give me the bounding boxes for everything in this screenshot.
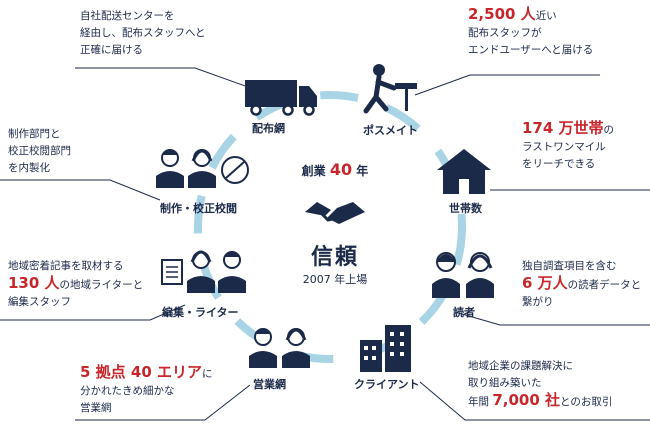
leader-line-haifu (75, 67, 263, 93)
annotation-line: をリーチできる (522, 158, 596, 170)
stat-suffix: とのお取引 (560, 396, 613, 408)
truck-icon (245, 80, 317, 116)
annotation-line: 分かれたきめ細かな (80, 385, 175, 397)
annotation-line: 配布スタッフが (468, 27, 542, 39)
stat-number: 40 (130, 363, 152, 381)
annotation-line: 独自調査項目を含む (522, 260, 617, 272)
leader-line-seisaku (0, 179, 161, 201)
label-posmate: ポスメイト (363, 124, 418, 137)
running-person-icon (363, 64, 417, 114)
stat-number: 130 (8, 274, 40, 292)
leader-line-henshu (0, 304, 186, 321)
stat-unit: 人 (39, 274, 60, 292)
stat-suffix: に (202, 368, 213, 380)
label-eigyo: 営業網 (253, 378, 286, 391)
annotation-client: 地域企業の課題解決に 取り組み築いた 年間 7,000 社とのお取引 (468, 358, 612, 411)
annotation-line: エンドユーザーへと届ける (468, 44, 594, 56)
annotation-line: 自社配送センターを (80, 10, 175, 22)
stat-number: 7,000 (492, 391, 540, 409)
readers-icon (432, 252, 494, 298)
annotation-posmate: 2,500 人近い 配布スタッフが エンドユーザーへと届ける (468, 6, 593, 59)
label-setai: 世帯数 (449, 202, 482, 215)
annotation-line: 校正校閲部門 (8, 145, 71, 157)
annotation-eigyo: 5 拠点 40 エリアに 分かれたきめ細かな 営業網 (80, 364, 213, 417)
annotation-line: 地域企業の課題解決に (468, 360, 573, 372)
label-dokusha: 読者 (453, 306, 475, 319)
annotation-line: を内製化 (8, 162, 50, 174)
stat-unit: エリア (151, 363, 202, 381)
founding-suffix: 年 (352, 164, 369, 178)
annotation-line: 地域密着記事を取材する (8, 260, 124, 272)
annotation-line: 営業網 (80, 402, 112, 414)
relationship-ring (194, 91, 466, 363)
founding-prefix: 創業 (301, 164, 330, 178)
annotation-line: 経由し、配布スタッフへと (80, 27, 206, 39)
stat-suffix: の読者データと (567, 279, 642, 291)
leader-line-posmate (414, 74, 600, 96)
annotation-henshu: 地域密着記事を取材する 130 人の地域ライターと 編集スタッフ (8, 258, 143, 311)
stat-unit: 万人 (532, 274, 568, 292)
annotation-line: ラストワンマイル (522, 141, 606, 153)
center-block: 創業 40 年 信頼 2007 年上場 (280, 160, 390, 287)
editors-icon (161, 250, 246, 293)
annotation-line: 編集スタッフ (8, 296, 71, 308)
building-icon (360, 325, 411, 372)
stat-unit: 人 (515, 5, 536, 23)
annotation-line: 取り組み築いた (468, 377, 542, 389)
founding-years: 創業 40 年 (280, 160, 390, 179)
annotation-line: 正確に届ける (80, 44, 143, 56)
annotation-line: 繋がり (522, 296, 554, 308)
handshake-icon (305, 202, 365, 224)
stat-number: 6 (522, 274, 533, 292)
stat-suffix: の (603, 124, 615, 136)
annotation-haifu: 自社配送センターを 経由し、配布スタッフへと 正確に届ける (80, 8, 205, 59)
label-haifu: 配布網 (252, 122, 285, 135)
house-icon (437, 149, 491, 194)
stat-suffix: の地域ライターと (59, 279, 144, 291)
annotation-dokusha: 独自調査項目を含む 6 万人の読者データと 繋がり (522, 258, 641, 311)
annotation-line: 制作部門と (8, 128, 61, 140)
label-henshu: 編集・ライター (162, 306, 239, 319)
annotation-seisaku: 制作部門と 校正校閲部門 を内製化 (8, 126, 71, 177)
stat-unit: 万世帯 (553, 119, 604, 137)
stat-number: 2,500 (468, 5, 516, 23)
center-title: 信頼 (310, 245, 359, 270)
sales-staff-icon (249, 328, 310, 368)
listing-year: 2007 年上場 (302, 273, 368, 286)
stat-unit: 社 (539, 391, 561, 409)
leader-line-client (419, 381, 650, 421)
stat-prefix: 年間 (468, 396, 493, 408)
label-seisaku: 制作・校正校閲 (160, 202, 237, 215)
stat-unit: 拠点 (90, 363, 131, 381)
stat-number: 174 (522, 119, 554, 137)
stat-number: 5 (80, 363, 91, 381)
production-staff-icon (156, 149, 249, 188)
founding-number: 40 (329, 160, 353, 179)
leader-line-dokusha (454, 311, 650, 326)
label-client: クライアント (354, 378, 420, 391)
annotation-setai: 174 万世帯の ラストワンマイル をリーチできる (522, 120, 614, 173)
stat-suffix: 近い (535, 10, 557, 22)
leader-line-eigyo (75, 384, 251, 421)
